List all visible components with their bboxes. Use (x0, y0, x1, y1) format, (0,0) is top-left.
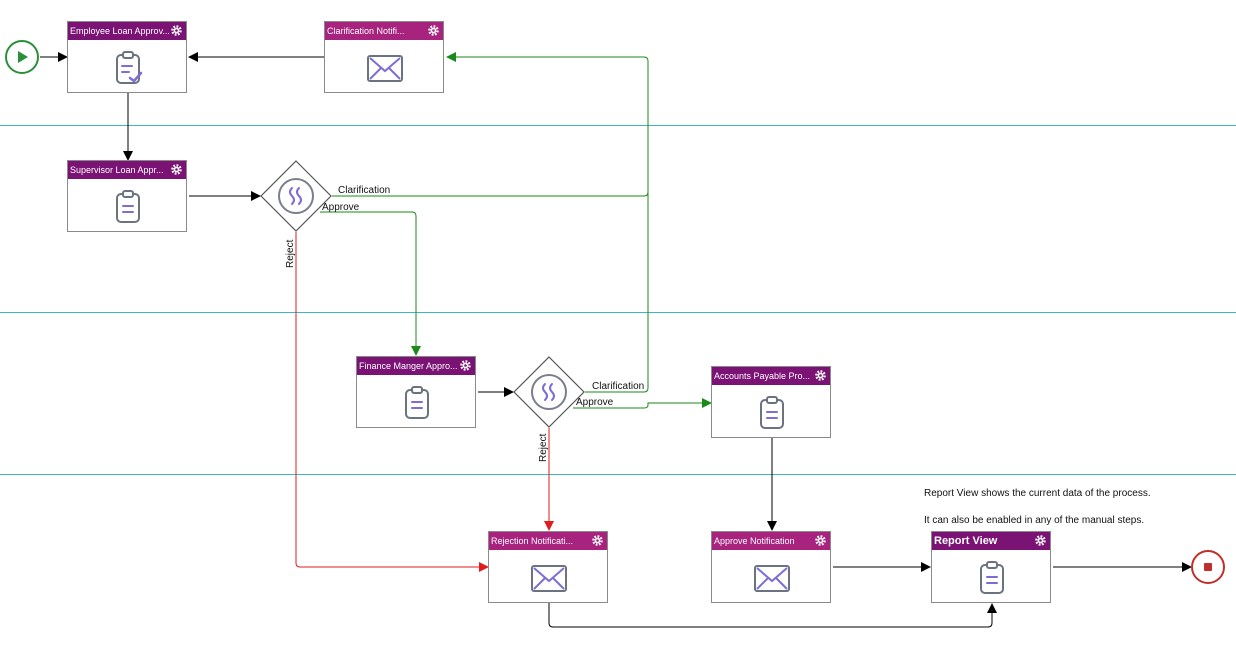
clipboard-icon (760, 396, 784, 429)
task-title: Approve Notification (712, 532, 830, 550)
task-title: Accounts Payable Pro... (712, 367, 830, 385)
flow-label-reject: Reject (285, 239, 296, 268)
decision-icon (542, 383, 555, 401)
flow-gateway1-approve (320, 211, 421, 356)
flow-label-approve: Approve (322, 202, 360, 213)
task-title: Clarification Notifi... (325, 22, 443, 40)
clipboard-icon (405, 386, 429, 419)
task-approve-notification[interactable]: Approve Notification (711, 531, 831, 603)
task-title: Rejection Notificati... (489, 532, 607, 550)
gear-icon[interactable] (170, 24, 183, 37)
lane-divider (0, 125, 1236, 126)
annotation-line: It can also be enabled in any of the man… (924, 515, 1145, 526)
flow-gateway2-clarification (585, 192, 649, 393)
gear-icon[interactable] (170, 163, 183, 176)
gear-icon[interactable] (814, 534, 827, 547)
task-report-view[interactable]: Report View (931, 531, 1051, 603)
flow-gateway1-clarification (332, 52, 649, 197)
flow-label-approve: Approve (576, 397, 614, 408)
task-title: Supervisor Loan Appr... (68, 161, 186, 179)
task-title: Employee Loan Approv... (68, 22, 186, 40)
flow-rejection-to-report (548, 603, 997, 628)
envelope-icon (754, 565, 790, 592)
gear-icon[interactable] (814, 369, 827, 382)
clipboard-check-icon (116, 51, 143, 84)
decision-gateway-finance[interactable] (513, 356, 585, 428)
decision-gateway-supervisor[interactable] (260, 160, 332, 232)
flow-label-clarification: Clarification (592, 381, 645, 392)
lane-divider (0, 474, 1236, 475)
flow-gateway2-approve (573, 398, 712, 409)
envelope-icon (367, 55, 403, 82)
clipboard-icon (116, 190, 140, 223)
lane-divider (0, 312, 1236, 313)
clipboard-icon (980, 561, 1004, 594)
task-accounts-payable[interactable]: Accounts Payable Pro... (711, 366, 831, 438)
task-finance-manager-approval[interactable]: Finance Manger Appro... (356, 356, 476, 428)
flow-label-reject: Reject (538, 433, 549, 462)
gear-icon[interactable] (427, 24, 440, 37)
annotation-line: Report View shows the current data of th… (924, 488, 1151, 499)
start-event[interactable] (4, 39, 40, 75)
task-clarification-notification[interactable]: Clarification Notifi... (324, 21, 444, 93)
end-event[interactable] (1190, 549, 1226, 585)
task-supervisor-loan-approval[interactable]: Supervisor Loan Appr... (67, 160, 187, 232)
task-rejection-notification[interactable]: Rejection Notificati... (488, 531, 608, 603)
gear-icon[interactable] (591, 534, 604, 547)
envelope-icon (531, 565, 567, 592)
task-title: Finance Manger Appro... (357, 357, 475, 375)
task-title: Report View (932, 532, 1050, 550)
flow-label-clarification: Clarification (338, 185, 391, 196)
flow-gateway1-reject (295, 232, 489, 572)
decision-icon (289, 187, 302, 205)
gear-icon[interactable] (1034, 534, 1047, 547)
gear-icon[interactable] (459, 359, 472, 372)
task-employee-loan-approval[interactable]: Employee Loan Approv... (67, 21, 187, 93)
